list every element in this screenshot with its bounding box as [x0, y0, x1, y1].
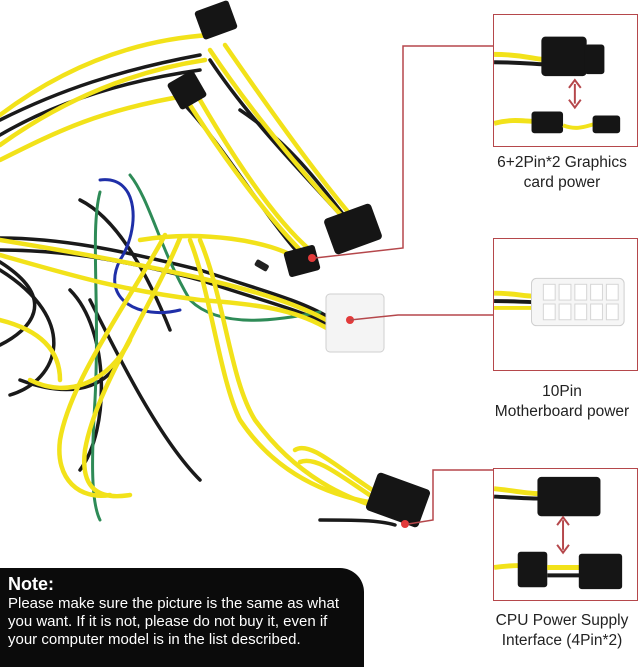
pcie-2pin-connector — [167, 70, 207, 110]
caption-line-2: Interface (4Pin*2) — [501, 632, 623, 649]
caption-line-1: CPU Power Supply — [495, 612, 629, 629]
callout-cpu-power-image — [493, 468, 638, 601]
pcie-6pin-connector — [194, 0, 238, 40]
atx-10pin-connector — [325, 293, 385, 353]
caption-line-1: 6+2Pin*2 Graphics — [497, 154, 627, 171]
callout-motherboard-power-image — [493, 238, 638, 371]
black-wire-bundle — [0, 53, 397, 527]
callout-motherboard-power-caption: 10Pin Motherboard power — [484, 382, 640, 422]
cpu-4pin-connector — [365, 472, 431, 528]
marker-dot — [308, 254, 316, 262]
callout-cpu-power-caption: CPU Power Supply Interface (4Pin*2) — [484, 611, 640, 651]
cable-tie — [254, 259, 269, 272]
caption-line-1: 10Pin — [542, 383, 582, 400]
callout-graphics-power-caption: 6+2Pin*2 Graphics card power — [484, 153, 640, 193]
caption-line-2: card power — [523, 174, 601, 191]
yellow-wire-bundle — [0, 32, 398, 515]
caption-line-2: Motherboard power — [494, 403, 630, 420]
callout-leader-lines — [314, 45, 493, 525]
marker-dot — [401, 520, 409, 528]
pcie-2pin-connector-b — [283, 244, 321, 278]
note-body: Please make sure the picture is the same… — [8, 595, 339, 648]
pcie-8pin-connector — [324, 203, 382, 255]
callout-graphics-power-image — [493, 14, 638, 147]
note-box: Note: Please make sure the picture is th… — [0, 568, 364, 667]
note-title: Note: — [8, 574, 54, 594]
